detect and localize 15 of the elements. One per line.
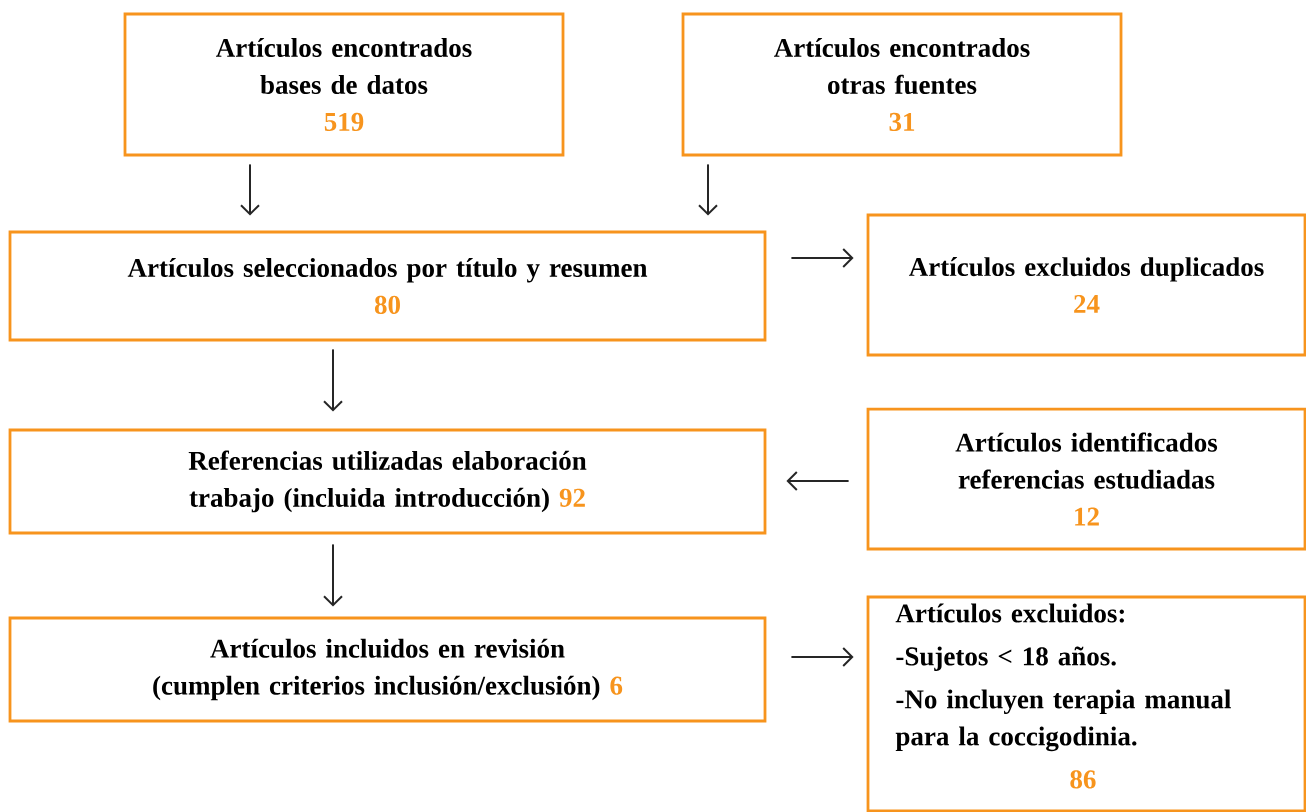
- process-box: Artículos encontrados otras fuentes 31: [681, 12, 1123, 157]
- arrow: [790, 248, 854, 268]
- arrow: [790, 647, 854, 667]
- process-box: Artículos seleccionados por título y resumen 80: [8, 230, 767, 342]
- process-box: Artículos excluidos: -Sujetos < 18 años. -No incluyen terapia manual para la coccigodinia. 86: [866, 595, 1306, 812]
- process-box: Artículos encontrados bases de datos 519: [123, 12, 565, 157]
- arrow: [240, 163, 260, 216]
- arrow: [698, 163, 718, 216]
- arrow: [323, 543, 343, 607]
- arrow: [323, 348, 343, 412]
- process-box: Artículos incluidos en revisión (cumplen criterios inclusión/exclusión) 6: [8, 616, 767, 723]
- process-box: Artículos excluidos duplicados 24: [866, 213, 1306, 357]
- process-box: Artículos identificados referencias estudiadas 12: [866, 407, 1306, 551]
- process-box: Referencias utilizadas elaboración trabajo (incluida introducción) 92: [8, 428, 767, 535]
- arrow: [786, 471, 850, 491]
